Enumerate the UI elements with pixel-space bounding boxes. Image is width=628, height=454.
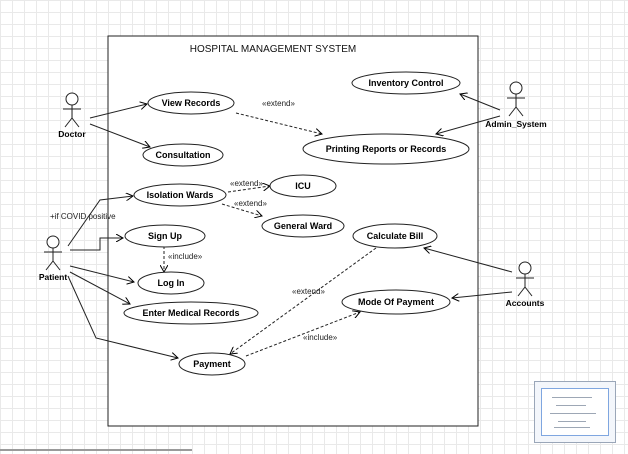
assoc-doctor-consultation[interactable] bbox=[89, 123, 150, 147]
assoc-patient-sign-up[interactable] bbox=[70, 238, 123, 251]
use-case-payment-label: Payment bbox=[193, 359, 231, 369]
actor-doctor[interactable] bbox=[63, 92, 81, 128]
actor-patient-label: Patient bbox=[39, 272, 68, 282]
extend-label-view-printing: «extend» bbox=[262, 99, 295, 108]
use-case-calculate-bill[interactable]: Calculate Bill bbox=[352, 223, 438, 249]
use-case-calculate-bill-label: Calculate Bill bbox=[367, 231, 424, 241]
dep-isolation-general-ward[interactable] bbox=[221, 203, 262, 216]
assoc-doctor-view-records[interactable] bbox=[89, 104, 147, 119]
use-case-isolation-wards[interactable]: Isolation Wards bbox=[133, 183, 227, 207]
use-case-enter-medical-records[interactable]: Enter Medical Records bbox=[123, 301, 259, 325]
use-case-consultation[interactable]: Consultation bbox=[142, 143, 224, 167]
condition-label-covid: +if COVID positive bbox=[50, 212, 116, 221]
assoc-admin-printing[interactable] bbox=[436, 115, 501, 134]
use-case-view-records[interactable]: View Records bbox=[147, 91, 235, 115]
dep-payment-calculate-bill[interactable] bbox=[230, 247, 377, 354]
minimap-viewport[interactable] bbox=[541, 388, 609, 436]
assoc-patient-log-in[interactable] bbox=[69, 265, 134, 282]
system-title: HOSPITAL MANAGEMENT SYSTEM bbox=[190, 44, 357, 55]
horizontal-scrollbar[interactable] bbox=[0, 449, 192, 451]
extend-label-calculate-bill: «extend» bbox=[292, 287, 325, 296]
assoc-patient-medical-records[interactable] bbox=[69, 271, 130, 304]
use-case-view-records-label: View Records bbox=[162, 98, 221, 108]
use-case-mode-of-payment[interactable]: Mode Of Payment bbox=[341, 289, 451, 315]
actor-admin-system-label: Admin_System bbox=[485, 119, 547, 129]
actor-accounts[interactable] bbox=[516, 261, 534, 297]
extend-label-icu: «extend» bbox=[230, 179, 263, 188]
actor-accounts-label: Accounts bbox=[506, 298, 545, 308]
use-case-printing-reports[interactable]: Printing Reports or Records bbox=[302, 133, 470, 165]
use-case-mode-of-payment-label: Mode Of Payment bbox=[358, 297, 434, 307]
assoc-accounts-calculate-bill[interactable] bbox=[424, 248, 513, 273]
use-case-icu-label: ICU bbox=[295, 181, 311, 191]
assoc-patient-isolation-wards[interactable] bbox=[67, 196, 133, 247]
dep-payment-mode-of-payment[interactable] bbox=[245, 312, 360, 357]
use-case-printing-reports-label: Printing Reports or Records bbox=[326, 144, 447, 154]
use-case-inventory-control-label: Inventory Control bbox=[368, 78, 443, 88]
use-case-isolation-wards-label: Isolation Wards bbox=[147, 190, 214, 200]
use-case-enter-medical-records-label: Enter Medical Records bbox=[142, 308, 239, 318]
use-case-log-in-label: Log In bbox=[158, 278, 185, 288]
use-case-inventory-control[interactable]: Inventory Control bbox=[351, 71, 461, 95]
assoc-patient-payment[interactable] bbox=[67, 275, 178, 358]
assoc-accounts-mode-payment[interactable] bbox=[452, 291, 513, 298]
use-case-icu[interactable]: ICU bbox=[269, 174, 337, 198]
include-label-mode-payment: «include» bbox=[303, 333, 338, 342]
extend-label-general-ward: «extend» bbox=[234, 199, 267, 208]
actor-admin-system[interactable] bbox=[507, 81, 525, 117]
use-case-sign-up-label: Sign Up bbox=[148, 231, 182, 241]
diagram-minimap[interactable] bbox=[534, 381, 616, 443]
use-case-payment[interactable]: Payment bbox=[178, 352, 246, 376]
include-label-log-in: «include» bbox=[168, 252, 203, 261]
assoc-admin-inventory[interactable] bbox=[460, 94, 501, 111]
use-case-general-ward-label: General Ward bbox=[274, 221, 332, 231]
actor-patient[interactable] bbox=[44, 235, 62, 271]
dep-isolation-icu[interactable] bbox=[227, 186, 270, 193]
use-case-sign-up[interactable]: Sign Up bbox=[124, 224, 206, 248]
use-case-general-ward[interactable]: General Ward bbox=[261, 214, 345, 238]
actor-doctor-label: Doctor bbox=[58, 129, 86, 139]
use-case-log-in[interactable]: Log In bbox=[137, 271, 205, 295]
use-case-consultation-label: Consultation bbox=[156, 150, 211, 160]
